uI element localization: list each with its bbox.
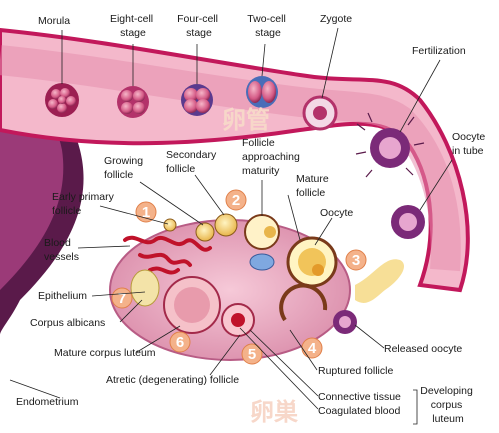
tube-inner-lumen bbox=[0, 45, 461, 272]
early-primary-follicle bbox=[163, 218, 177, 232]
released-fluid bbox=[355, 259, 405, 303]
developing-bracket bbox=[413, 389, 418, 425]
corpus-albicans bbox=[130, 269, 160, 307]
label-two-cell: Two-cell stage bbox=[247, 13, 288, 39]
label-developing-corpus-luteum: Developing corpus luteum bbox=[420, 385, 475, 425]
label-epithelium: Epithelium bbox=[38, 290, 87, 302]
mature-follicle bbox=[286, 236, 338, 288]
svg-text:6: 6 bbox=[176, 334, 184, 351]
mature-corpus-luteum bbox=[163, 276, 221, 334]
blood-vessels-shape bbox=[123, 235, 212, 275]
ovary-cjk-label: 卵巣 bbox=[250, 398, 299, 426]
label-corpus-albicans: Corpus albicans bbox=[30, 317, 105, 329]
label-early-primary: Early primary follicle bbox=[52, 191, 117, 217]
label-morula: Morula bbox=[38, 15, 70, 27]
label-growing-follicle: Growing follicle bbox=[104, 155, 146, 181]
svg-text:2: 2 bbox=[232, 192, 240, 209]
follicle-approaching-maturity bbox=[244, 214, 280, 250]
label-secondary-follicle: Secondary follicle bbox=[166, 149, 219, 175]
label-zygote: Zygote bbox=[320, 13, 352, 25]
label-blood-vessels: Blood vessels bbox=[44, 237, 79, 263]
label-follicle-approaching: Follicle approaching maturity bbox=[242, 137, 303, 177]
oocyte-in-tube bbox=[391, 205, 425, 239]
stage-number-4: 4 bbox=[301, 337, 323, 359]
label-mature-corpus-luteum: Mature corpus luteum bbox=[54, 347, 156, 359]
stage-number-6: 6 bbox=[169, 331, 191, 353]
stage-number-7: 7 bbox=[111, 287, 133, 309]
svg-text:3: 3 bbox=[352, 252, 360, 269]
stage-number-3: 3 bbox=[345, 249, 367, 271]
two-cell-embryo bbox=[246, 76, 278, 108]
morula bbox=[45, 83, 79, 117]
svg-text:5: 5 bbox=[248, 346, 256, 363]
label-coagulated-blood: Coagulated blood bbox=[318, 405, 400, 417]
stage-number-2: 2 bbox=[225, 189, 247, 211]
developing-corpus-luteum bbox=[221, 303, 255, 337]
label-mature-follicle: Mature follicle bbox=[296, 173, 332, 199]
label-atretic: Atretic (degenerating) follicle bbox=[106, 374, 239, 386]
label-eight-cell: Eight-cell stage bbox=[110, 13, 156, 39]
svg-text:4: 4 bbox=[308, 340, 317, 357]
label-connective-tissue: Connective tissue bbox=[318, 391, 401, 403]
label-endometrium: Endometrium bbox=[16, 396, 79, 408]
zygote bbox=[302, 95, 338, 131]
fertilization-oocyte bbox=[355, 112, 425, 178]
leader-lines bbox=[9, 27, 453, 410]
svg-text:7: 7 bbox=[118, 290, 126, 307]
stage-number-1: 1 bbox=[135, 201, 157, 223]
label-ruptured-follicle: Ruptured follicle bbox=[318, 365, 393, 377]
eight-cell-embryo bbox=[117, 86, 149, 118]
released-oocyte bbox=[333, 310, 357, 334]
ruptured-follicle-shape bbox=[279, 283, 328, 322]
growing-follicle bbox=[195, 222, 215, 242]
tube-cjk-label: 卵管 bbox=[222, 106, 270, 134]
four-cell-embryo bbox=[181, 84, 213, 116]
label-oocyte: Oocyte bbox=[320, 207, 353, 219]
stage-number-5: 5 bbox=[241, 343, 263, 365]
label-four-cell: Four-cell stage bbox=[177, 13, 221, 39]
svg-text:1: 1 bbox=[142, 204, 150, 221]
label-released-oocyte: Released oocyte bbox=[384, 343, 462, 355]
secondary-follicle bbox=[214, 213, 238, 237]
label-fertilization: Fertilization bbox=[412, 45, 466, 57]
label-oocyte-in-tube: Oocyte in tube bbox=[452, 131, 488, 157]
atretic-follicle bbox=[249, 253, 275, 271]
